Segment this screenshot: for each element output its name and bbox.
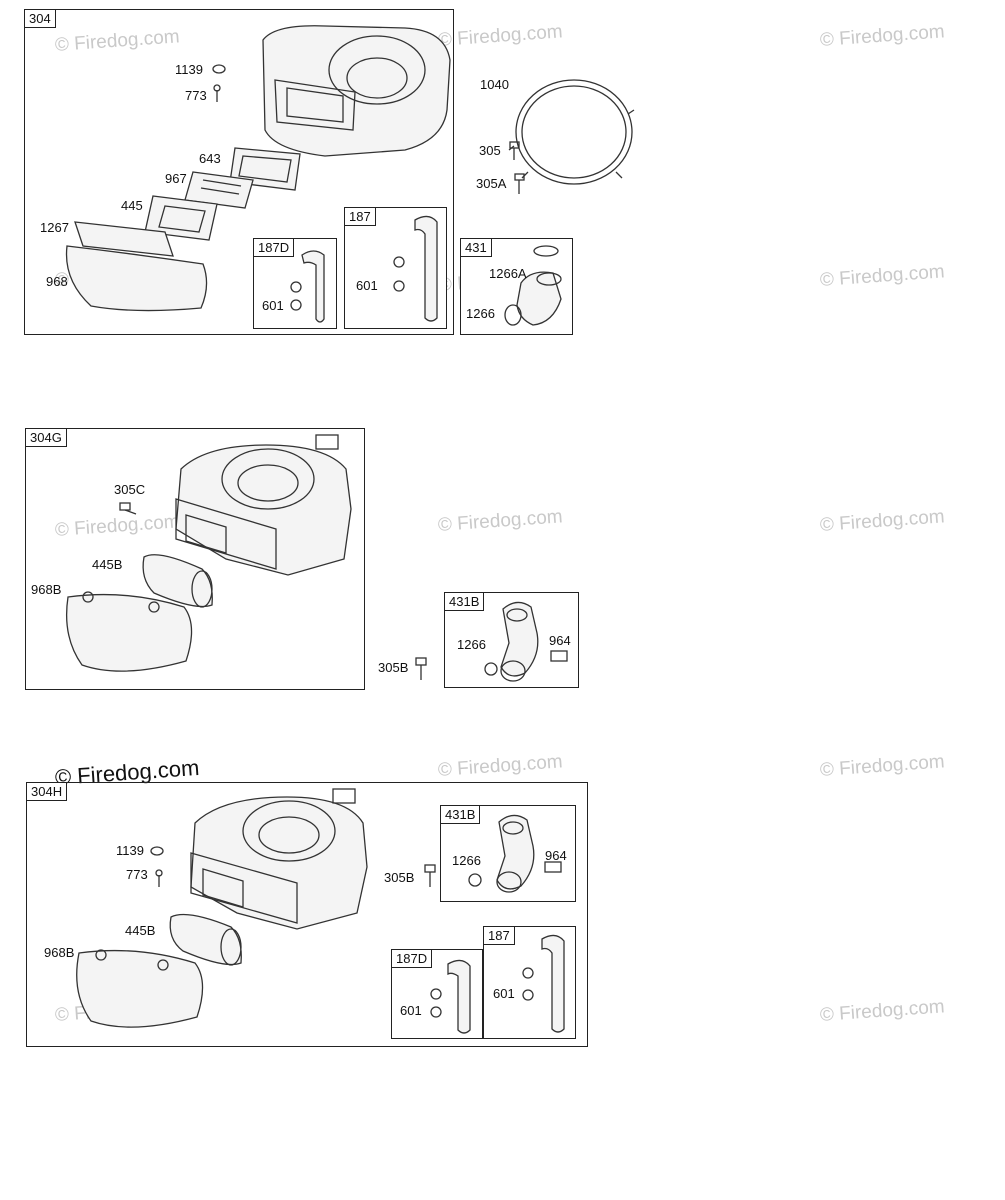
part-label: 305A [476,176,507,191]
blower-housing-art [65,434,352,672]
part-label: 773 [185,88,207,103]
part-label: 1139 [175,62,203,77]
part-label: 601 [493,986,515,1001]
tube-art [393,215,438,322]
sub-diagram-431b: 431B 1266 964 [440,805,576,902]
sub-diagram-431b: 431B 1266 964 [444,592,579,688]
part-label: 445 [121,198,143,213]
part-label: 773 [126,867,148,882]
elbow-art [468,814,562,893]
sub-diagram-tag: 431 [460,238,492,257]
part-label: 1266 [466,306,495,321]
sub-diagram-tag: 431B [444,592,485,611]
part-label: 445B [125,923,156,938]
part-label: 968B [31,582,62,597]
part-label: 1266 [452,853,481,868]
part-label: 305 [479,143,501,158]
part-label: 305C [114,482,146,497]
part-label: 601 [262,298,284,313]
blower-housing-art [76,788,436,1028]
sub-diagram-tag: 187 [483,926,515,945]
elbow-art [504,245,562,326]
diagram-304g: 304G 305C 445B 968B [25,428,365,690]
part-label: 967 [165,171,187,186]
part-label: 1040 [480,77,509,92]
diagram-304h: 304H 1139 773 445B 968B 305B 431B 1266 [26,782,588,1047]
tube-art [290,250,325,323]
sub-diagram-187: 187 601 [483,926,576,1039]
tube-art [430,959,471,1034]
sub-diagram-tag: 187 [344,207,376,226]
part-label: 968B [44,945,75,960]
diagram-304: 304 1139 773 643 967 445 1267 968 187D [24,9,454,335]
part-label: 601 [356,278,378,293]
part-label: 305B [378,660,409,675]
part-label: 964 [549,633,571,648]
tube-art [522,934,565,1033]
part-label: 1266A [489,266,527,281]
sub-diagram-tag: 431B [440,805,481,824]
diagram-tag: 304H [26,782,68,801]
part-label: 445B [92,557,123,572]
sub-diagram-187: 187 601 [344,207,447,329]
part-label: 964 [545,848,567,863]
sub-diagram-187d: 187D 601 [391,949,483,1039]
sub-diagram-187d: 187D 601 [253,238,337,329]
diagram-tag: 304G [25,428,67,447]
part-label: 1139 [116,843,144,858]
part-label: 1266 [457,637,486,652]
sub-diagram-tag: 187D [391,949,433,968]
part-label: 643 [199,151,221,166]
sub-diagram-431: 431 1266A 1266 [460,238,573,335]
diagram-tag: 304 [24,9,56,28]
part-label: 1267 [40,220,69,235]
part-label: 601 [400,1003,422,1018]
blower-housing-art [65,25,451,312]
part-label: 305B [384,870,415,885]
part-label: 968 [46,274,68,289]
elbow-art [484,601,568,682]
sub-diagram-tag: 187D [253,238,295,257]
